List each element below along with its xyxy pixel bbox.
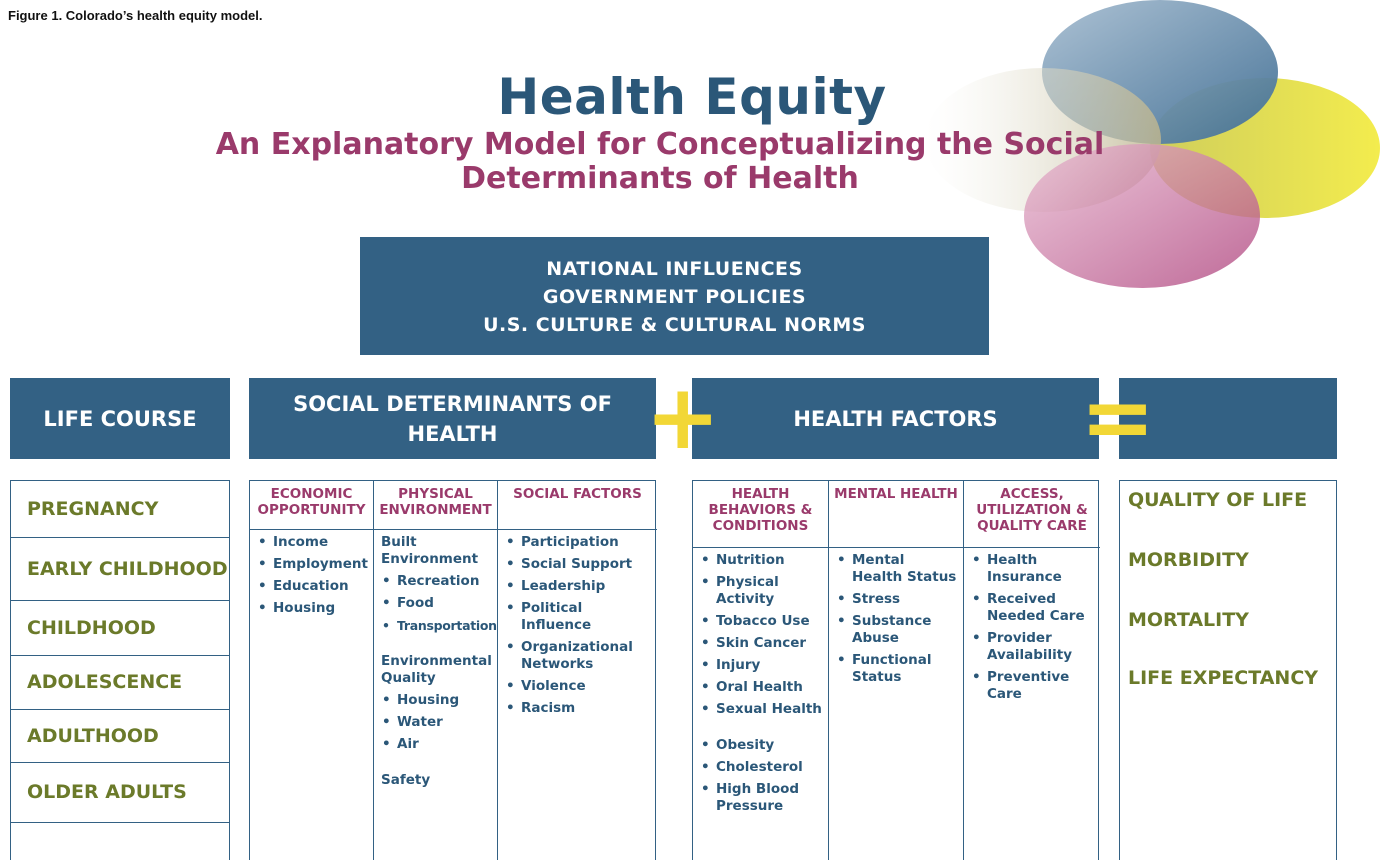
list-item: Participation xyxy=(505,534,653,551)
national-influences-line: U.S. CULTURE & CULTURAL NORMS xyxy=(483,314,866,336)
physical-environment-column: PHYSICAL ENVIRONMENT Built Environment R… xyxy=(374,481,498,860)
list-item: Mental Health Status xyxy=(836,552,959,586)
life-stage-adulthood: ADULTHOOD xyxy=(11,710,229,763)
list-item: Substance Abuse xyxy=(836,613,959,647)
national-influences-box: NATIONAL INFLUENCES GOVERNMENT POLICIES … xyxy=(360,237,989,355)
life-course-list: PREGNANCY EARLY CHILDHOOD CHILDHOOD ADOL… xyxy=(10,480,230,860)
diagram-subtitle: An Explanatory Model for Conceptualizing… xyxy=(215,127,1105,196)
column-title: HEALTH BEHAVIORS & CONDITIONS xyxy=(693,481,828,548)
list-item: Sexual Health xyxy=(700,701,824,718)
list-item: Nutrition xyxy=(700,552,824,569)
equals-sign: = xyxy=(1080,365,1156,470)
list-item: Leadership xyxy=(505,578,653,595)
outcome-mortality: MORTALITY xyxy=(1128,609,1249,631)
list-item: Skin Cancer xyxy=(700,635,824,652)
subgroup-label: Safety xyxy=(381,772,431,788)
item-list: Income Employment Education Housing xyxy=(250,530,373,617)
social-factors-column: SOCIAL FACTORS Participation Social Supp… xyxy=(498,481,657,860)
life-stage-childhood: CHILDHOOD xyxy=(11,601,229,656)
health-factors-panel: HEALTH BEHAVIORS & CONDITIONS Nutrition … xyxy=(692,480,1100,860)
list-item: High Blood Pressure xyxy=(700,781,824,815)
list-item: Water xyxy=(381,714,493,731)
list-item: Obesity xyxy=(700,737,824,754)
outcome-quality-of-life: QUALITY OF LIFE xyxy=(1128,489,1308,511)
column-title: SOCIAL FACTORS xyxy=(498,481,657,530)
outcomes-list: QUALITY OF LIFE MORBIDITY MORTALITY LIFE… xyxy=(1119,480,1337,860)
list-item: Education xyxy=(257,578,369,595)
health-factors-header: HEALTH FACTORS xyxy=(692,378,1099,459)
column-title: ACCESS, UTILIZATION & QUALITY CARE xyxy=(964,481,1100,548)
outcomes-header xyxy=(1119,378,1337,459)
subgroup-label: Built Environment xyxy=(381,534,479,567)
diagram-title: Health Equity xyxy=(497,68,887,126)
list-item: Health Insurance xyxy=(971,552,1096,586)
life-course-header: LIFE COURSE xyxy=(10,378,230,459)
list-item: Employment xyxy=(257,556,369,573)
figure-caption: Figure 1. Colorado’s health equity model… xyxy=(8,8,263,23)
list-item: Social Support xyxy=(505,556,653,573)
item-list: Health Insurance Received Needed Care Pr… xyxy=(964,548,1100,703)
list-item: Air xyxy=(381,736,493,753)
list-item: Income xyxy=(257,534,369,551)
column-title: PHYSICAL ENVIRONMENT xyxy=(374,481,497,530)
list-item: Transportation xyxy=(381,617,497,634)
list-item: Injury xyxy=(700,657,824,674)
outcome-morbidity: MORBIDITY xyxy=(1128,549,1249,571)
list-item: Provider Availability xyxy=(971,630,1096,664)
life-stage-pregnancy: PREGNANCY xyxy=(11,481,229,538)
outcome-life-expectancy: LIFE EXPECTANCY xyxy=(1128,667,1319,689)
life-stage-adolescence: ADOLESCENCE xyxy=(11,656,229,710)
list-item: Violence xyxy=(505,678,653,695)
list-item: Food xyxy=(381,595,493,612)
health-behaviors-column: HEALTH BEHAVIORS & CONDITIONS Nutrition … xyxy=(693,481,829,860)
item-list: Built Environment Recreation Food Transp… xyxy=(374,530,497,789)
social-determinants-panel: ECONOMIC OPPORTUNITY Income Employment E… xyxy=(249,480,657,860)
list-item: Oral Health xyxy=(700,679,824,696)
list-item: Cholesterol xyxy=(700,759,824,776)
item-list: Mental Health Status Stress Substance Ab… xyxy=(829,548,963,686)
list-item: Housing xyxy=(257,600,369,617)
item-list: Nutrition Physical Activity Tobacco Use … xyxy=(693,548,828,815)
economic-opportunity-column: ECONOMIC OPPORTUNITY Income Employment E… xyxy=(250,481,374,860)
mental-health-column: MENTAL HEALTH Mental Health Status Stres… xyxy=(829,481,964,860)
list-item: Racism xyxy=(505,700,653,717)
list-item: Political Influence xyxy=(505,600,653,634)
item-list: Participation Social Support Leadership … xyxy=(498,530,657,717)
column-title: ECONOMIC OPPORTUNITY xyxy=(250,481,373,530)
list-item: Preventive Care xyxy=(971,669,1096,703)
list-item: Functional Status xyxy=(836,652,959,686)
life-stage-early-childhood: EARLY CHILDHOOD xyxy=(11,538,229,601)
social-determinants-header: SOCIAL DETERMINANTS OF HEALTH xyxy=(249,378,656,459)
list-item: Physical Activity xyxy=(700,574,824,608)
access-care-column: ACCESS, UTILIZATION & QUALITY CARE Healt… xyxy=(964,481,1100,860)
list-item: Tobacco Use xyxy=(700,613,824,630)
column-title: MENTAL HEALTH xyxy=(829,481,963,548)
plus-sign: + xyxy=(645,365,721,470)
national-influences-line: NATIONAL INFLUENCES xyxy=(546,258,803,280)
subgroup-label: Environmental Quality xyxy=(381,653,492,686)
list-item: Housing xyxy=(381,692,493,709)
ellipse-magenta xyxy=(1024,144,1260,288)
national-influences-line: GOVERNMENT POLICIES xyxy=(542,286,807,308)
list-item: Recreation xyxy=(381,573,493,590)
list-item: Organizational Networks xyxy=(505,639,653,673)
list-item: Stress xyxy=(836,591,959,608)
list-item: Received Needed Care xyxy=(971,591,1096,625)
life-stage-older-adults: OLDER ADULTS xyxy=(11,763,229,823)
overlapping-ellipses-logo xyxy=(925,0,1380,288)
